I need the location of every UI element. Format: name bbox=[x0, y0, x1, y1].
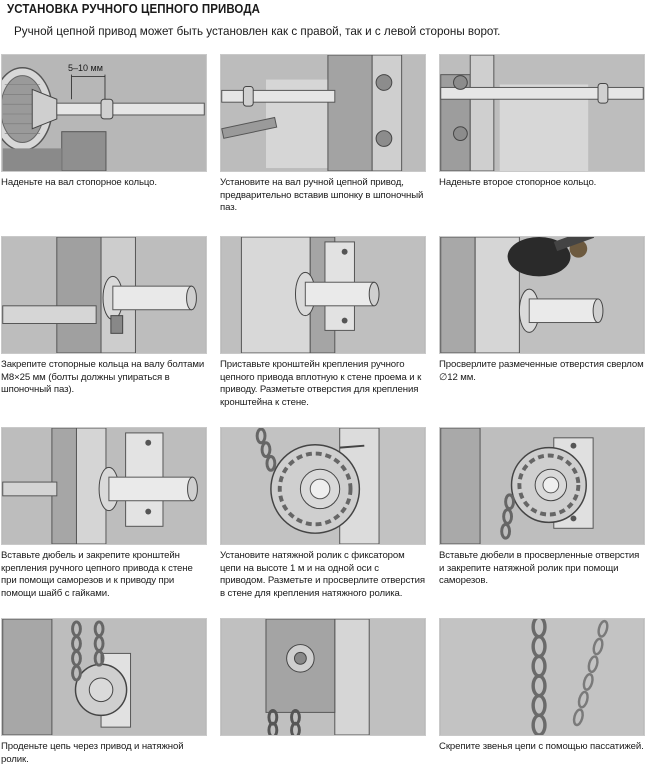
step-12: Скрепите звенья цепи с помощью пассатиже… bbox=[439, 618, 645, 754]
step-3-illustration bbox=[439, 54, 645, 172]
step-10-caption: Проденьте цепь через привод и натяжной р… bbox=[1, 741, 184, 765]
step-12-caption: Скрепите звенья цепи с помощью пассатиже… bbox=[439, 741, 644, 752]
shaft-drum-image bbox=[2, 55, 206, 171]
step-5: Приставьте кронштейн крепления ручного ц… bbox=[220, 236, 426, 409]
step-4-caption: Закрепите стопорные кольца на валу болта… bbox=[1, 359, 205, 395]
step-10-illustration bbox=[1, 618, 207, 736]
step-8-illustration bbox=[220, 427, 426, 545]
page-subtitle: Ручной цепной привод может быть установл… bbox=[14, 24, 501, 38]
step-11 bbox=[220, 618, 426, 741]
step-1: 5–10 мм Наденьте на вал стопорное кольцо… bbox=[1, 54, 207, 190]
gap-dimension-label: 5–10 мм bbox=[68, 63, 103, 73]
step-12-illustration bbox=[439, 618, 645, 736]
second-ring-image bbox=[440, 55, 644, 171]
step-8-caption: Установите натяжной ролик с фиксатором ц… bbox=[220, 550, 425, 599]
chain-thread-image bbox=[2, 619, 206, 735]
step-4: Закрепите стопорные кольца на валу болта… bbox=[1, 236, 207, 397]
step-3-caption: Наденьте второе стопорное кольцо. bbox=[439, 177, 597, 188]
step-2-caption: Установите на вал ручной цепной привод, … bbox=[220, 177, 424, 213]
step-9-illustration bbox=[439, 427, 645, 545]
step-10: Проденьте цепь через привод и натяжной р… bbox=[1, 618, 207, 766]
step-5-illustration bbox=[220, 236, 426, 354]
page-title: УСТАНОВКА РУЧНОГО ЦЕПНОГО ПРИВОДА bbox=[7, 2, 261, 16]
step-5-caption: Приставьте кронштейн крепления ручного ц… bbox=[220, 359, 422, 408]
step-7-illustration bbox=[1, 427, 207, 545]
step-2-illustration bbox=[220, 54, 426, 172]
step-7-caption: Вставьте дюбель и закрепите кронштейн кр… bbox=[1, 550, 193, 599]
step-6-caption: Просверлите размеченные отверстия сверло… bbox=[439, 359, 644, 383]
drive-chain-image bbox=[221, 619, 425, 735]
drilling-image bbox=[440, 237, 644, 353]
step-4-illustration bbox=[1, 236, 207, 354]
step-7: Вставьте дюбель и закрепите кронштейн кр… bbox=[1, 427, 207, 600]
step-11-illustration bbox=[220, 618, 426, 736]
bracket-mark-image bbox=[221, 237, 425, 353]
step-3: Наденьте второе стопорное кольцо. bbox=[439, 54, 645, 190]
chain-join-image bbox=[440, 619, 644, 735]
step-8: Установите натяжной ролик с фиксатором ц… bbox=[220, 427, 426, 600]
tension-roller-image bbox=[221, 428, 425, 544]
drive-mount-image bbox=[221, 55, 425, 171]
ring-bolts-image bbox=[2, 237, 206, 353]
step-9-caption: Вставьте дюбели в просверленные отверсти… bbox=[439, 550, 640, 586]
roller-fix-image bbox=[440, 428, 644, 544]
step-6-illustration bbox=[439, 236, 645, 354]
step-1-illustration: 5–10 мм bbox=[1, 54, 207, 172]
step-2: Установите на вал ручной цепной привод, … bbox=[220, 54, 426, 215]
bracket-fix-image bbox=[2, 428, 206, 544]
step-9: Вставьте дюбели в просверленные отверсти… bbox=[439, 427, 645, 588]
step-1-caption: Наденьте на вал стопорное кольцо. bbox=[1, 177, 157, 188]
step-6: Просверлите размеченные отверстия сверло… bbox=[439, 236, 645, 384]
